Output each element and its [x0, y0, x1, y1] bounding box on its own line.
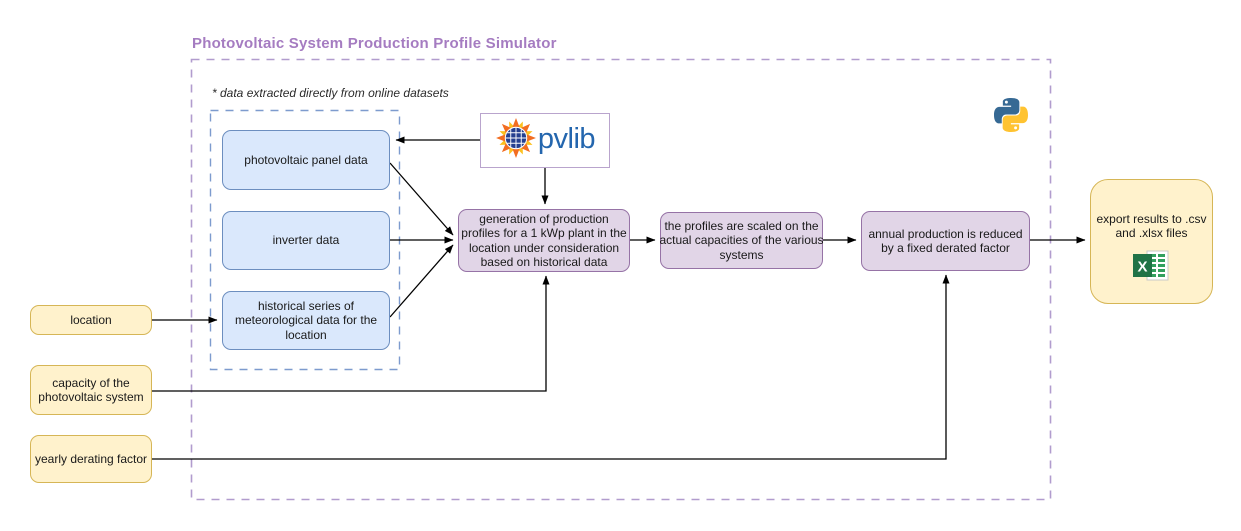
- pvlib-logo: pvlib: [480, 113, 610, 168]
- node-export-results: export results to .csv and .xlsx files X: [1090, 179, 1213, 304]
- excel-icon: X: [1133, 250, 1170, 284]
- input-location: location: [30, 305, 152, 335]
- arrow-yearly-derating-to-derating: [152, 274, 950, 460]
- node-profile-scaling: the profiles are scaled on the actual ca…: [659, 212, 824, 269]
- sun-solar-panel-icon: [495, 117, 537, 164]
- svg-text:X: X: [1137, 258, 1147, 275]
- python-icon: [994, 96, 1028, 139]
- datasets-footnote: * data extracted directly from online da…: [212, 86, 449, 100]
- input-yearly-derating-factor: yearly derating factor: [30, 435, 152, 483]
- node-meteorological-data: historical series of meteorological data…: [222, 291, 390, 350]
- simulator-boundary: [190, 58, 1052, 501]
- page-title: Photovoltaic System Production Profile S…: [192, 35, 557, 52]
- node-photovoltaic-panel-data: photovoltaic panel data: [222, 130, 390, 190]
- arrow-capacity-to-generation: [152, 275, 550, 392]
- node-generation-of-profiles: generation of production profiles for a …: [458, 209, 630, 272]
- pvlib-wordmark: pvlib: [537, 122, 596, 155]
- node-inverter-data: inverter data: [222, 211, 390, 270]
- input-capacity: capacity of the photovoltaic system: [30, 365, 152, 415]
- arrow-weather-data-to-generation: [389, 244, 454, 318]
- arrow-panel-data-to-generation: [389, 162, 454, 236]
- node-annual-derating: annual production is reduced by a fixed …: [861, 211, 1030, 271]
